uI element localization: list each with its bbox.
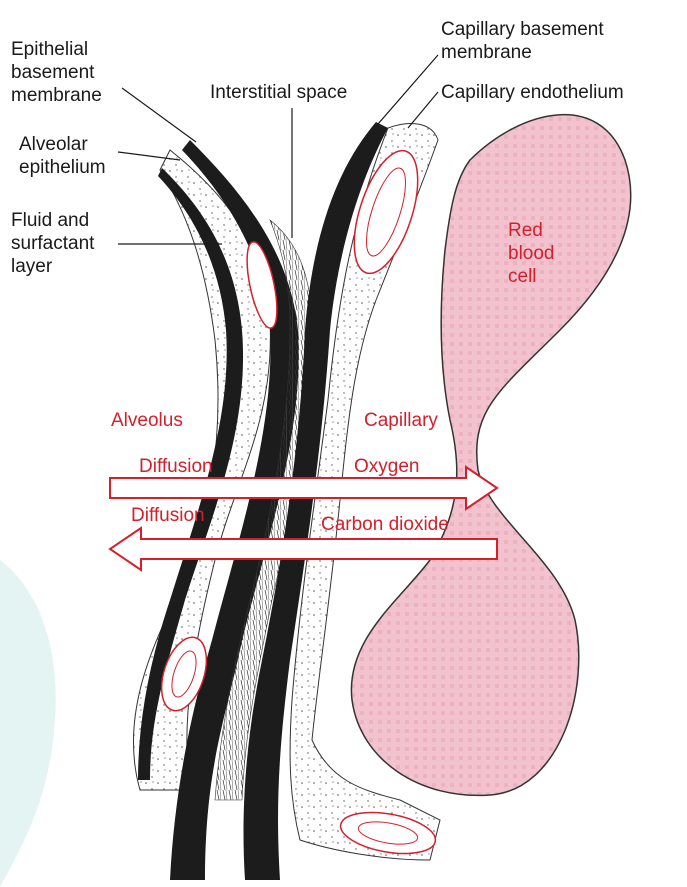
red-blood-cell-shape: [350, 114, 632, 797]
leader-epithelial-basement-membrane: [121, 87, 197, 143]
capillary-basement-membrane-label: Capillary basement membrane: [441, 19, 604, 63]
fluid-surfactant-band: [138, 168, 244, 780]
capillary-nucleus-lower-inner: [357, 821, 419, 845]
diffusion-bottom-label: Diffusion: [131, 505, 205, 526]
alveolar-nucleus-upper: [246, 241, 278, 329]
carbon-dioxide-diffusion-arrow: [108, 526, 498, 572]
capillary-label: Capillary: [364, 410, 438, 431]
leader-capillary-endothelium: [407, 91, 439, 129]
alveolar-nucleus-lower-inner: [171, 650, 197, 698]
capillary-nucleus-upper-inner: [366, 167, 406, 257]
alveolus-label: Alveolus: [111, 410, 183, 431]
leader-alveolar-epithelium: [117, 151, 181, 161]
leader-capillary-basement-membrane: [377, 54, 439, 125]
fluid-surfactant-layer-label: Fluid and surfactant layer: [11, 210, 95, 277]
carbon-dioxide-label: Carbon dioxide: [321, 514, 449, 535]
epithelial-basement-membrane-band: [170, 140, 299, 880]
interstitial-space-label: Interstitial space: [210, 82, 348, 103]
capillary-basement-membrane-band: [243, 122, 388, 880]
alveolar-epithelium-label: Alveolar epithelium: [19, 134, 106, 178]
capillary-nucleus-upper: [353, 149, 419, 275]
background-tint: [0, 560, 56, 887]
capillary-endothelium-label: Capillary endothelium: [441, 82, 624, 103]
oxygen-diffusion-arrow: [109, 465, 499, 511]
diffusion-top-label: Diffusion: [139, 456, 213, 477]
oxygen-label: Oxygen: [354, 456, 420, 477]
epithelial-basement-membrane-label: Epithelial basement membrane: [11, 39, 102, 106]
red-blood-cell-label: Red blood cell: [508, 220, 555, 287]
